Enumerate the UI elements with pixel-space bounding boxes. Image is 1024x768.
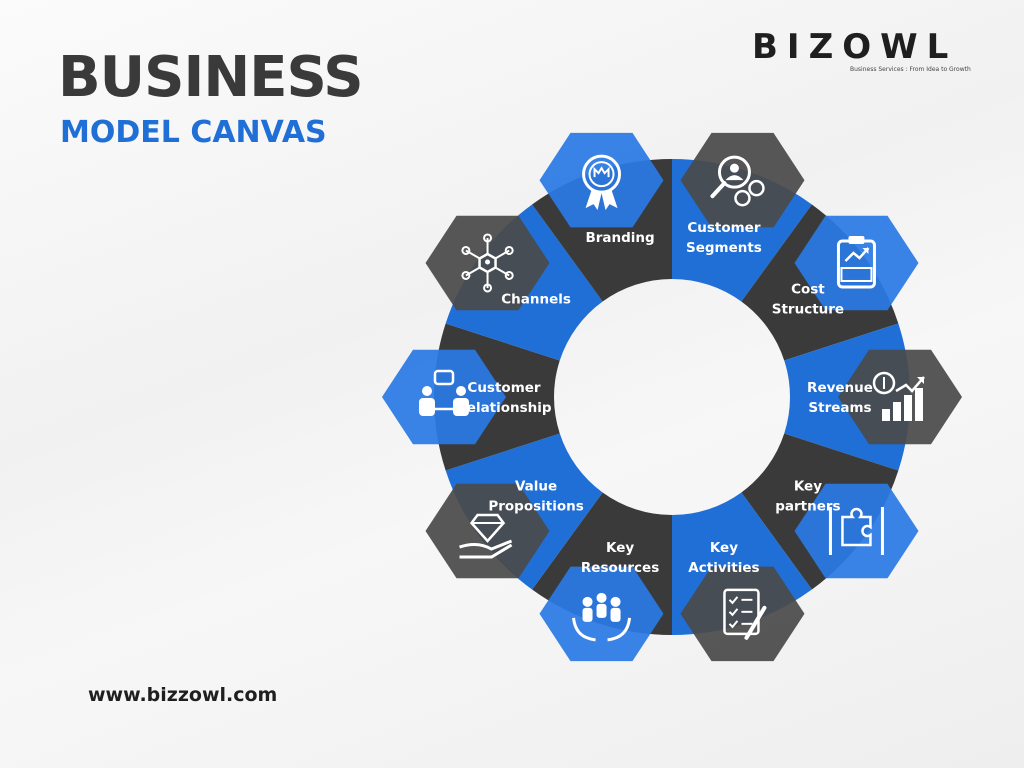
page-subtitle: MODEL CANVAS [60,115,327,150]
diamond-hand-icon [459,513,513,559]
cost-clipboard-icon [836,235,876,289]
segment-label: Branding [585,230,654,246]
icon-hexagon [794,215,919,311]
icon-hexagon [382,349,506,445]
segment-label: Value [515,479,557,495]
customer-search-icon [710,155,765,207]
segment-labels: CustomerSegmentsCostStructureRevenueStre… [456,220,873,576]
icon-hexagons [382,132,962,662]
team-hands-icon [572,592,632,642]
segment-label: Activities [688,560,759,576]
segment-label: partners [775,499,840,515]
checklist-icon [723,588,767,640]
icon-hexagon [680,566,805,662]
segment-label: Channels [501,291,571,307]
segment-label: Key [606,540,634,556]
segment-label: Resources [581,560,659,576]
segment-label: Segments [686,240,762,256]
award-badge-icon [582,154,622,211]
icon-hexagon [794,483,919,579]
puzzle-handshake-icon [828,507,884,556]
segment-label: Propositions [488,499,583,515]
segment-label: Customer [467,380,541,396]
icon-hexagon [425,483,550,579]
segment-label: Cost [791,281,825,297]
page-title: BUSINESS [58,45,364,110]
segment-label: Structure [772,301,844,317]
segment-label: Key [794,479,822,495]
icon-hexagon [838,349,962,445]
segment-label: Customer [687,220,761,236]
brand-name: BIZOWL [752,27,958,67]
icon-hexagon [539,132,664,228]
network-icon [461,233,514,293]
revenue-chart-icon [872,371,925,421]
conversation-icon [419,369,469,416]
segment-label: Streams [808,400,871,416]
brand-logo: BIZOWL Business Services : From Idea to … [752,27,971,73]
segment-label: Relationship [456,400,552,416]
segment-label: Key [710,540,738,556]
website-url: www.bizzowl.com [88,684,278,706]
brand-tagline: Business Services : From Idea to Growth [850,66,971,73]
segment-label: Revenue [807,380,873,396]
